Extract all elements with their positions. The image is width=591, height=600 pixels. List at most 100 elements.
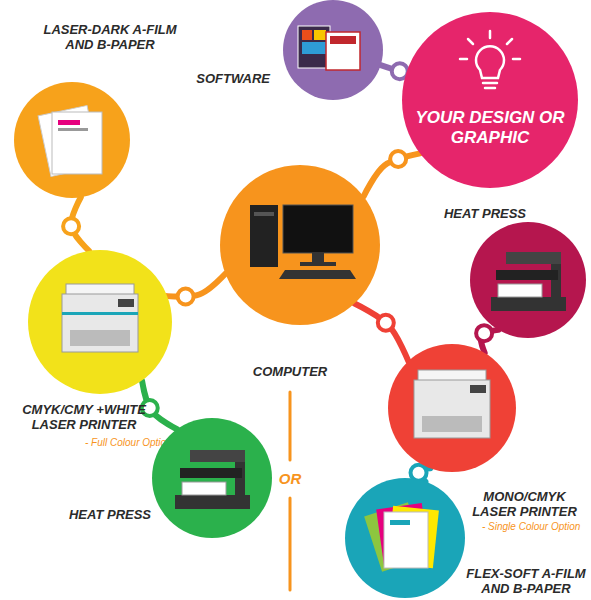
paper-print	[390, 520, 410, 525]
printer-stripe	[62, 312, 138, 315]
keyboard	[279, 270, 356, 279]
circle-shape	[283, 0, 383, 100]
printer-circle: CMYK/CMY +WHITE LASER PRINTER- Full Colo…	[28, 250, 172, 394]
press-base	[491, 297, 566, 311]
junction-ring	[378, 315, 394, 331]
node-title: CMYK/CMY +WHITE LASER PRINTER	[8, 402, 160, 432]
or-divider	[290, 392, 291, 590]
circle-outline	[283, 0, 383, 100]
paper-print	[58, 120, 80, 125]
design-circle: YOUR DESIGN OR GRAPHIC	[402, 12, 578, 188]
circle-shape	[470, 222, 586, 338]
bulb-ray	[460, 58, 467, 61]
junction-ring	[476, 325, 492, 341]
press-arm	[506, 252, 561, 264]
film-sheet	[387, 506, 439, 568]
computer-circle: COMPUTER	[220, 165, 380, 325]
node-title: COMPUTER	[240, 364, 340, 379]
node-title: HEAT PRESS	[430, 206, 540, 221]
circle-outline	[388, 344, 516, 472]
circle-shape	[28, 250, 172, 394]
material-circle: FLEX-SOFT A-FILM AND B-PAPER	[345, 478, 465, 598]
software-circle: SOFTWARE	[283, 0, 383, 100]
circle-shape	[220, 165, 380, 325]
press-shirt	[182, 482, 226, 495]
press-platen	[180, 468, 242, 478]
software-box	[298, 26, 330, 68]
circle-outline	[470, 222, 586, 338]
heat-press-icon	[175, 450, 250, 509]
press-platen	[496, 270, 558, 280]
node-title: LASER-DARK A-FILM AND B-PAPER	[35, 22, 185, 52]
paper-sheet	[52, 112, 102, 174]
film-sheet	[364, 502, 426, 571]
divider-label: OR	[270, 470, 310, 488]
software-box	[326, 32, 360, 70]
junction-ring	[411, 465, 427, 481]
circle-outline	[345, 478, 465, 598]
node-title: FLEX-SOFT A-FILM AND B-PAPER	[462, 566, 590, 596]
bulb-ray	[513, 58, 520, 61]
bulb-ray	[468, 39, 473, 44]
printer-body	[62, 294, 138, 352]
press-circle: HEAT PRESS	[470, 222, 586, 338]
circle-outline	[220, 165, 380, 325]
printer-icon	[414, 370, 490, 438]
circle-outline	[28, 250, 172, 394]
bulb-base	[483, 82, 497, 85]
monitor-base	[300, 262, 336, 266]
circle-outline	[152, 418, 272, 538]
box-art	[330, 36, 356, 44]
monitor-stand	[312, 253, 324, 263]
bulb-ray	[489, 31, 492, 38]
press-circle: HEAT PRESS	[152, 418, 272, 538]
node-title: HEAT PRESS	[60, 507, 160, 522]
printer-icon	[62, 284, 138, 352]
printer-panel	[470, 385, 486, 393]
press-shirt	[498, 284, 542, 297]
junction-ring	[390, 151, 406, 167]
lightbulb-icon	[460, 31, 520, 88]
node-subtitle: - Single Colour Option	[482, 521, 590, 533]
connector-line	[167, 274, 225, 297]
film-sheet	[376, 503, 430, 567]
bulb-glass	[476, 46, 504, 78]
press-column	[551, 257, 561, 299]
printer-panel	[118, 299, 134, 307]
divider-line	[289, 392, 292, 460]
computer-monitor	[283, 205, 353, 253]
printer-tray	[422, 416, 482, 432]
paper-sheet	[38, 105, 100, 176]
node-title: SOFTWARE	[186, 71, 270, 86]
flex-film-icon	[364, 502, 439, 571]
circle-shape	[402, 12, 578, 188]
connector-line	[355, 304, 409, 362]
paper-print	[58, 128, 88, 131]
circle-outline	[402, 12, 578, 188]
box-art	[302, 42, 326, 54]
press-base	[175, 495, 250, 509]
press-column	[235, 455, 245, 497]
box-art	[302, 30, 312, 40]
bulb-base	[485, 87, 495, 90]
paper-sheet	[384, 512, 428, 568]
divider-line	[289, 498, 292, 590]
circle-shape	[345, 478, 465, 598]
printer-tray	[70, 330, 130, 346]
box-art	[314, 30, 326, 40]
printer-circle: MONO/CMYK LASER PRINTER- Single Colour O…	[388, 344, 516, 472]
junction-ring	[63, 218, 79, 234]
heat-press-icon	[491, 252, 566, 311]
computer-icon	[250, 205, 356, 279]
circle-shape	[14, 82, 130, 198]
printer-body	[414, 380, 490, 438]
computer-tower	[250, 205, 278, 267]
software-boxes	[298, 26, 360, 70]
printer-top	[66, 284, 134, 296]
tower-bay	[254, 212, 274, 216]
connector-line	[142, 380, 177, 429]
printer-top	[418, 370, 486, 382]
circle-shape	[152, 418, 272, 538]
circle-shape	[388, 344, 516, 472]
